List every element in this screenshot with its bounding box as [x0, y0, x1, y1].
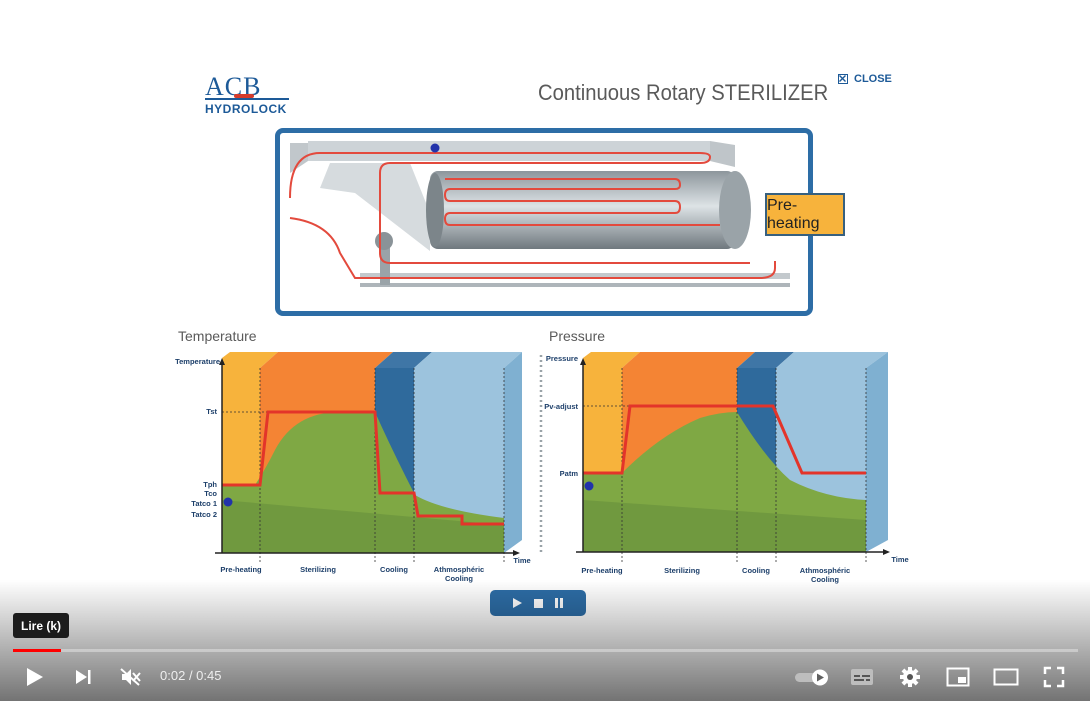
y-tick: Tst	[206, 407, 217, 416]
play-icon	[27, 668, 43, 686]
phase-label: Pre-heating	[220, 565, 262, 574]
gear-icon	[900, 667, 920, 687]
logo-divider	[205, 98, 289, 100]
phase-label: Pre-heating	[581, 566, 623, 575]
mute-button[interactable]	[115, 662, 145, 692]
pressure-axis-label: Pressure	[546, 354, 578, 363]
subtitles-icon	[851, 669, 873, 685]
skip-next-icon	[76, 670, 91, 684]
y-tick: Pv-adjust	[544, 402, 578, 411]
volume-muted-icon	[120, 668, 141, 686]
duration: 0:45	[196, 668, 222, 683]
progress-fill	[13, 649, 61, 652]
y-tick: Patm	[560, 469, 579, 478]
temperature-chart: Temperature Tst Tph Tco Tatco 1 Tatco 2 …	[175, 352, 531, 583]
logo-swoosh	[234, 94, 254, 98]
y-tick: Tco	[204, 489, 217, 498]
autoplay-toggle[interactable]	[794, 662, 830, 692]
temperature-chart-title: Temperature	[178, 328, 257, 344]
machine-illustration	[275, 128, 813, 316]
y-tick: Tph	[203, 480, 217, 489]
phase-label: Cooling	[380, 565, 408, 574]
temperature-axis-label: Temperature	[175, 357, 220, 366]
chart-separator	[539, 355, 543, 555]
autoplay-toggle-icon	[795, 669, 828, 686]
time-axis-label: Time	[891, 555, 908, 564]
time-separator: /	[188, 668, 197, 683]
phase-label: Cooling	[742, 566, 770, 575]
miniplayer-button[interactable]	[943, 662, 973, 692]
next-button[interactable]	[68, 662, 98, 692]
pressure-chart: Pressure Pv-adjust Patm Time Pre-heating…	[544, 352, 909, 584]
theater-mode-icon	[993, 668, 1019, 686]
play-tooltip: Lire (k)	[13, 613, 70, 638]
theater-mode-button[interactable]	[991, 662, 1021, 692]
close-label: CLOSE	[854, 73, 892, 85]
time-axis-label: Time	[513, 556, 530, 565]
y-tick: Tatco 1	[191, 499, 217, 508]
phase-label: Sterilizing	[664, 566, 700, 575]
progress-bar[interactable]	[13, 649, 1078, 652]
fullscreen-icon	[1043, 666, 1065, 688]
miniplayer-icon	[946, 667, 970, 687]
settings-button[interactable]	[895, 662, 925, 692]
current-time: 0:02	[160, 668, 186, 683]
y-tick: Tatco 2	[191, 510, 217, 519]
close-button[interactable]: CLOSE	[838, 72, 892, 86]
phase-label: Sterilizing	[300, 565, 336, 574]
subtitles-button[interactable]	[847, 662, 877, 692]
phase-badge: Pre-heating	[765, 193, 845, 236]
close-icon	[838, 74, 848, 84]
pressure-chart-title: Pressure	[549, 328, 606, 344]
play-button[interactable]	[20, 662, 50, 692]
time-display: 0:02 / 0:45	[160, 668, 221, 683]
logo-hydrolock: HYDROLOCK	[205, 102, 287, 116]
app-title: Continuous Rotary STERILIZER	[538, 80, 829, 105]
fullscreen-button[interactable]	[1039, 662, 1069, 692]
sterilizer-drawing	[289, 141, 790, 287]
